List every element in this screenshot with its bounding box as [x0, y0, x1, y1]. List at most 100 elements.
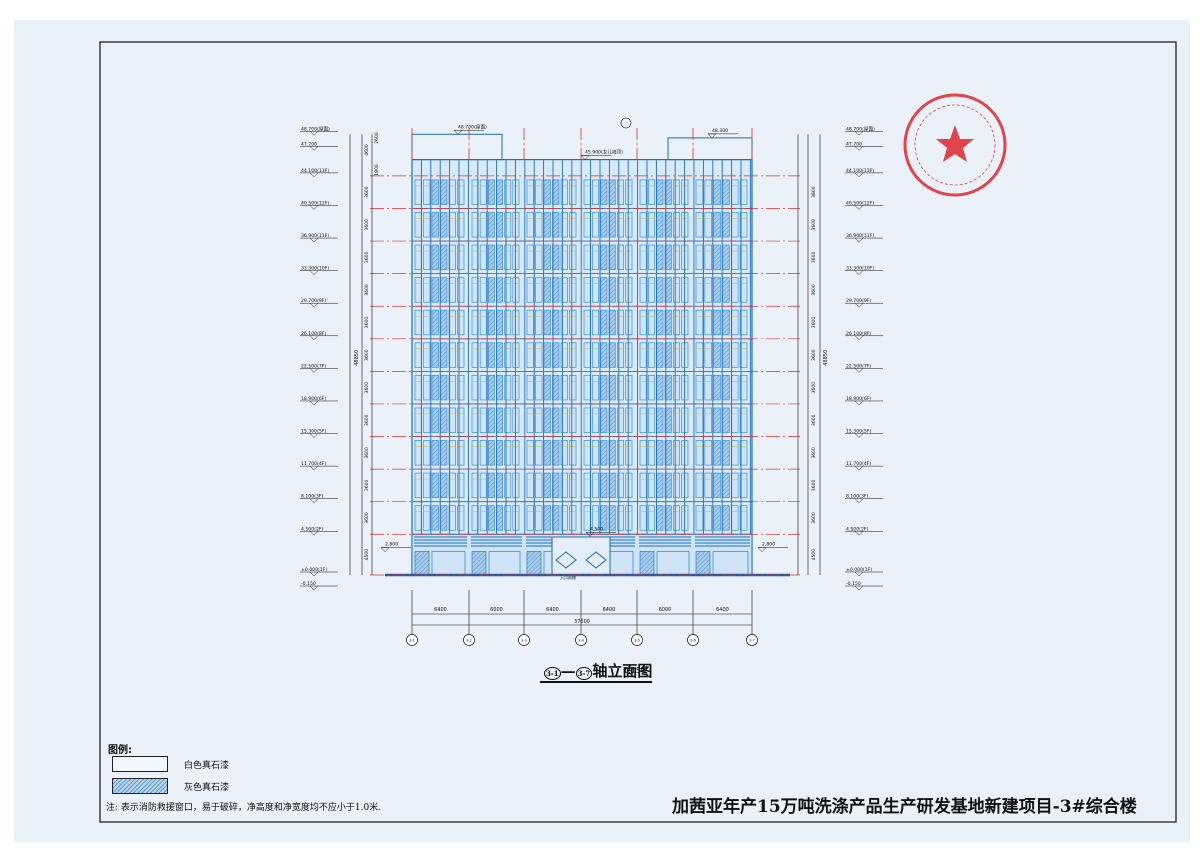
- window: [535, 375, 543, 401]
- window: [423, 505, 431, 531]
- window: [600, 244, 608, 270]
- window: [713, 244, 721, 270]
- window: [583, 244, 591, 270]
- window: [647, 505, 656, 531]
- window: [695, 440, 704, 466]
- window: [672, 342, 681, 368]
- window: [656, 277, 664, 303]
- window: [664, 505, 672, 531]
- window: [448, 342, 456, 368]
- window: [535, 212, 543, 238]
- elevation-label-left: 47.700: [301, 141, 317, 147]
- window: [664, 244, 672, 270]
- window: [560, 179, 568, 205]
- window: [479, 212, 487, 238]
- window: [639, 212, 647, 238]
- window: [512, 375, 520, 401]
- axis-label: 3-7: [749, 639, 755, 643]
- window: [722, 342, 730, 368]
- window: [457, 309, 465, 336]
- floor-height-dim-left: 3600: [364, 382, 370, 394]
- window: [722, 179, 730, 205]
- window: [664, 179, 672, 205]
- window: [730, 505, 739, 531]
- elevation-mark-icon: [309, 400, 319, 406]
- window: [440, 342, 448, 368]
- elevation-mark-icon: [854, 303, 864, 308]
- window: [535, 472, 543, 499]
- window: [526, 440, 534, 466]
- window: [569, 309, 577, 336]
- elevation-label-left: 36.900(11F): [301, 233, 329, 239]
- window: [526, 179, 534, 205]
- window: [504, 407, 512, 433]
- window: [569, 440, 577, 466]
- window: [440, 407, 448, 433]
- window: [730, 277, 739, 303]
- window: [608, 212, 616, 238]
- elevation-mark-icon: [309, 172, 319, 178]
- elevation-label-left: 48.700(屋面): [301, 126, 330, 132]
- window: [583, 472, 591, 499]
- window: [448, 309, 456, 336]
- overall-height-dim-right: 48850: [823, 350, 829, 366]
- window: [569, 212, 577, 238]
- window: [591, 375, 600, 401]
- window: [487, 440, 495, 466]
- window: [471, 309, 479, 336]
- floor-height-dim-left: 4500: [364, 549, 370, 561]
- window: [664, 342, 672, 368]
- window: [713, 179, 721, 205]
- legend-label-white: 白色真石漆: [184, 761, 230, 771]
- window: [440, 244, 448, 270]
- window: [704, 212, 713, 238]
- window: [526, 407, 534, 433]
- elevation-label-left: 26.100(8F): [301, 331, 326, 337]
- window: [479, 342, 487, 368]
- elevation-mark-icon: [309, 368, 319, 373]
- window: [448, 244, 456, 270]
- window: [479, 407, 487, 433]
- window: [739, 505, 748, 531]
- window: [512, 505, 520, 531]
- axis-label: 3-4: [578, 639, 585, 643]
- window: [730, 342, 739, 368]
- roof-stair-house-left: [411, 133, 503, 161]
- window: [440, 505, 448, 531]
- window: [569, 472, 577, 499]
- total-span-dim: 37600: [574, 619, 590, 625]
- window: [560, 472, 568, 499]
- window: [569, 407, 577, 433]
- elevation-mark-icon: [854, 270, 864, 275]
- window: [543, 505, 551, 531]
- window: [695, 179, 704, 205]
- ground-hatch-panel: [471, 551, 487, 576]
- elevation-mark-icon: [854, 205, 864, 210]
- window: [656, 440, 664, 466]
- axis-bubble: [518, 634, 530, 646]
- elevation-label-right: 33.300(10F): [846, 266, 874, 272]
- window: [535, 342, 543, 368]
- window: [713, 342, 721, 368]
- window: [704, 342, 713, 368]
- window: [414, 342, 422, 368]
- level-label: 2.800: [762, 542, 775, 548]
- window: [647, 179, 656, 205]
- span-dim: 6400: [434, 607, 447, 613]
- floor-height-dim-left: 3600: [364, 480, 370, 492]
- window: [583, 277, 591, 303]
- window: [656, 342, 664, 368]
- window: [487, 472, 495, 499]
- window: [560, 277, 568, 303]
- window: [457, 277, 465, 303]
- window: [535, 505, 543, 531]
- window: [487, 309, 495, 336]
- top-dim: 4600: [364, 144, 370, 156]
- window: [639, 277, 647, 303]
- window: [600, 472, 608, 499]
- axis-bubble: [746, 634, 758, 646]
- elevation-label-right: 44.100(13F): [846, 168, 874, 174]
- window: [423, 244, 431, 270]
- window: [591, 407, 600, 433]
- window: [414, 277, 422, 303]
